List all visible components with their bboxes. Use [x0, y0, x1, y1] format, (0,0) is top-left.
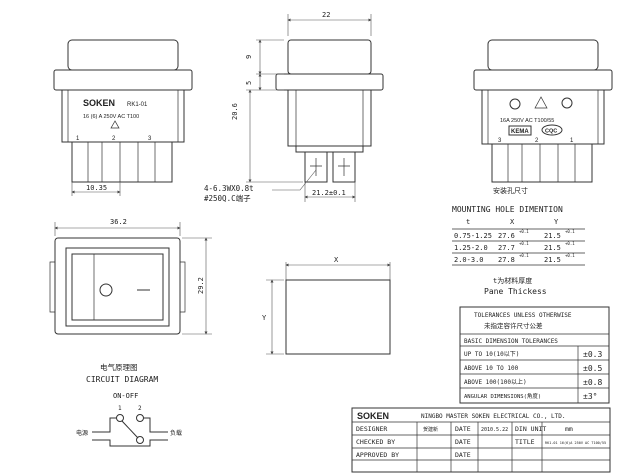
- side-bottom-dimension: 21.2±0.1: [312, 189, 346, 197]
- tolerance-title-cn: 未指定容许尺寸公差: [484, 321, 543, 330]
- checked-date-label: DATE: [455, 438, 471, 446]
- designer-label: DESIGNER: [356, 425, 387, 433]
- tolerance-basic-label: BASIC DIMENSION TOLERANCES: [464, 338, 558, 345]
- din-unit-label: DIN UNIT: [515, 425, 546, 433]
- terminal-note-line1: 4-6.3WX0.8t: [204, 184, 254, 193]
- pane-note-cn: t为材料厚度: [493, 276, 532, 285]
- cqc-mark: CQC: [545, 129, 557, 135]
- svg-text:2: 2: [138, 405, 142, 412]
- tolerance-table: TOLERANCES UNLESS OTHERWISE 未指定容许尺寸公差 BA…: [459, 306, 610, 404]
- back-view: 16A 250V AC T100/55 KEMA CQC 3 2 1: [473, 39, 613, 183]
- svg-text:+0.1: +0.1: [519, 229, 529, 234]
- warning-triangle-icon: [534, 96, 548, 109]
- back-rating: 16A 250V AC T100/55: [500, 118, 554, 124]
- terminal-1-icon: [116, 414, 124, 422]
- side-height-dimension: 20.6: [231, 103, 239, 120]
- svg-text:+0.1: +0.1: [565, 229, 575, 234]
- front-terminal-2: 2: [112, 136, 116, 142]
- tolerance-row-label: ABOVE 10 TO 100: [464, 365, 519, 372]
- designer-value: 贺建新: [423, 426, 438, 433]
- circuit-load-label: 负载: [170, 429, 182, 437]
- date-value: 2010.5.22: [481, 427, 508, 433]
- kema-mark: KEMA: [511, 129, 529, 135]
- cutout-label-x: X: [334, 256, 339, 264]
- warning-triangle-icon: [110, 120, 120, 129]
- front-view: SOKEN RK1-01 16 (6) A 250V AC T100 1 2 3…: [53, 39, 193, 196]
- ccc-mark-icon: [561, 97, 573, 109]
- approved-date-label: DATE: [455, 451, 471, 459]
- cert-mark-icon: [509, 98, 521, 110]
- din-unit-value: mm: [565, 425, 573, 433]
- title-value: RK1-01 16(6)A 250V AC T100/55: [545, 441, 606, 445]
- plan-view: 36.2 29.2: [49, 218, 212, 335]
- side-view: 22 9 5 20.6 21.2±0.1 4-6.3WX0.8t #250Q.C…: [204, 11, 384, 203]
- mounting-row-t: 2.0-3.0: [454, 256, 484, 264]
- mounting-row-y: 21.5: [544, 244, 561, 252]
- approved-by-label: APPROVED BY: [356, 451, 399, 459]
- mounting-row-y: 21.5: [544, 232, 561, 240]
- circuit-title-cn: 电气原理图: [100, 362, 138, 372]
- mounting-title-cn: 安装孔尺寸: [493, 186, 528, 195]
- title-brand: SOKEN: [357, 411, 389, 421]
- mounting-row-y: 21.5: [544, 256, 561, 264]
- terminal-common-icon: [136, 436, 144, 444]
- circuit-title-en: CIRCUIT DIAGRAM: [86, 375, 158, 384]
- mounting-hole-table: 安装孔尺寸 MOUNTING HOLE DIMENTION t X Y 0.75…: [452, 186, 585, 296]
- svg-text:+0.1: +0.1: [565, 253, 575, 258]
- off-symbol-icon: [99, 283, 113, 297]
- tolerance-row-label: UP TO 10(10以下): [464, 351, 519, 358]
- date-label: DATE: [455, 425, 471, 433]
- terminal-note-line2: #250Q.C端子: [204, 193, 251, 203]
- circuit-source-label: 电源: [76, 429, 88, 437]
- tolerance-row-label: ABOVE 100(100以上): [464, 378, 527, 386]
- mounting-title-en: MOUNTING HOLE DIMENTION: [452, 205, 563, 214]
- tolerance-row-value: ±0.8: [583, 378, 602, 387]
- tolerance-row-value: ±0.5: [583, 364, 602, 373]
- side-dim-5: 5: [245, 81, 253, 85]
- mounting-row-x: 27.8: [498, 256, 515, 264]
- title-block: SOKEN NINGBO MASTER SOKEN ELECTRICAL CO.…: [351, 407, 611, 473]
- svg-text:2: 2: [535, 138, 539, 144]
- svg-text:+0.1: +0.1: [519, 253, 529, 258]
- cutout-view: X Y: [262, 256, 391, 355]
- circuit-diagram: 电气原理图 CIRCUIT DIAGRAM ON-OFF 电源 负载 1 2: [76, 362, 182, 447]
- tolerance-title-en: TOLERANCES UNLESS OTHERWISE: [474, 312, 572, 319]
- plan-height-dimension: 29.2: [197, 277, 205, 294]
- mounting-row-x: 27.7: [498, 244, 515, 252]
- svg-text:3: 3: [498, 138, 502, 144]
- pane-note-en: Pane Thickess: [484, 287, 547, 296]
- mounting-row-t: 0.75-1.25: [454, 232, 492, 240]
- mounting-header-x: X: [510, 218, 515, 226]
- terminal-2-icon: [136, 414, 144, 422]
- tolerance-row-value: ±0.3: [583, 350, 602, 359]
- svg-text:1: 1: [118, 405, 122, 412]
- svg-text:1: 1: [570, 138, 574, 144]
- front-rating: 16 (6) A 250V AC T100: [83, 114, 139, 120]
- svg-text:+0.1: +0.1: [565, 241, 575, 246]
- mounting-row-x: 27.6: [498, 232, 515, 240]
- front-terminal-3: 3: [148, 136, 152, 142]
- mounting-row-t: 1.25-2.0: [454, 244, 488, 252]
- side-top-dimension: 22: [322, 11, 330, 19]
- mounting-header-y: Y: [554, 218, 559, 226]
- plan-width-dimension: 36.2: [110, 218, 127, 226]
- tolerance-row-label: ANGULAR DIMENSIONS(角度): [464, 392, 541, 400]
- title-company: NINGBO MASTER SOKEN ELECTRICAL CO., LTD.: [421, 413, 566, 420]
- cutout-label-y: Y: [262, 314, 267, 322]
- front-width-dimension: 10.35: [86, 184, 107, 192]
- mounting-header-t: t: [466, 218, 470, 226]
- circuit-mode: ON-OFF: [113, 392, 138, 400]
- switch-contact-icon: [121, 420, 139, 439]
- front-model: RK1-01: [127, 102, 148, 108]
- tolerance-row-value: ±3°: [583, 392, 597, 401]
- title-label: TITLE: [515, 438, 535, 446]
- side-dim-9: 9: [245, 55, 253, 59]
- svg-text:+0.1: +0.1: [519, 241, 529, 246]
- checked-by-label: CHECKED BY: [356, 438, 395, 446]
- front-brand-logo: SOKEN: [83, 98, 115, 108]
- front-terminal-1: 1: [76, 136, 80, 142]
